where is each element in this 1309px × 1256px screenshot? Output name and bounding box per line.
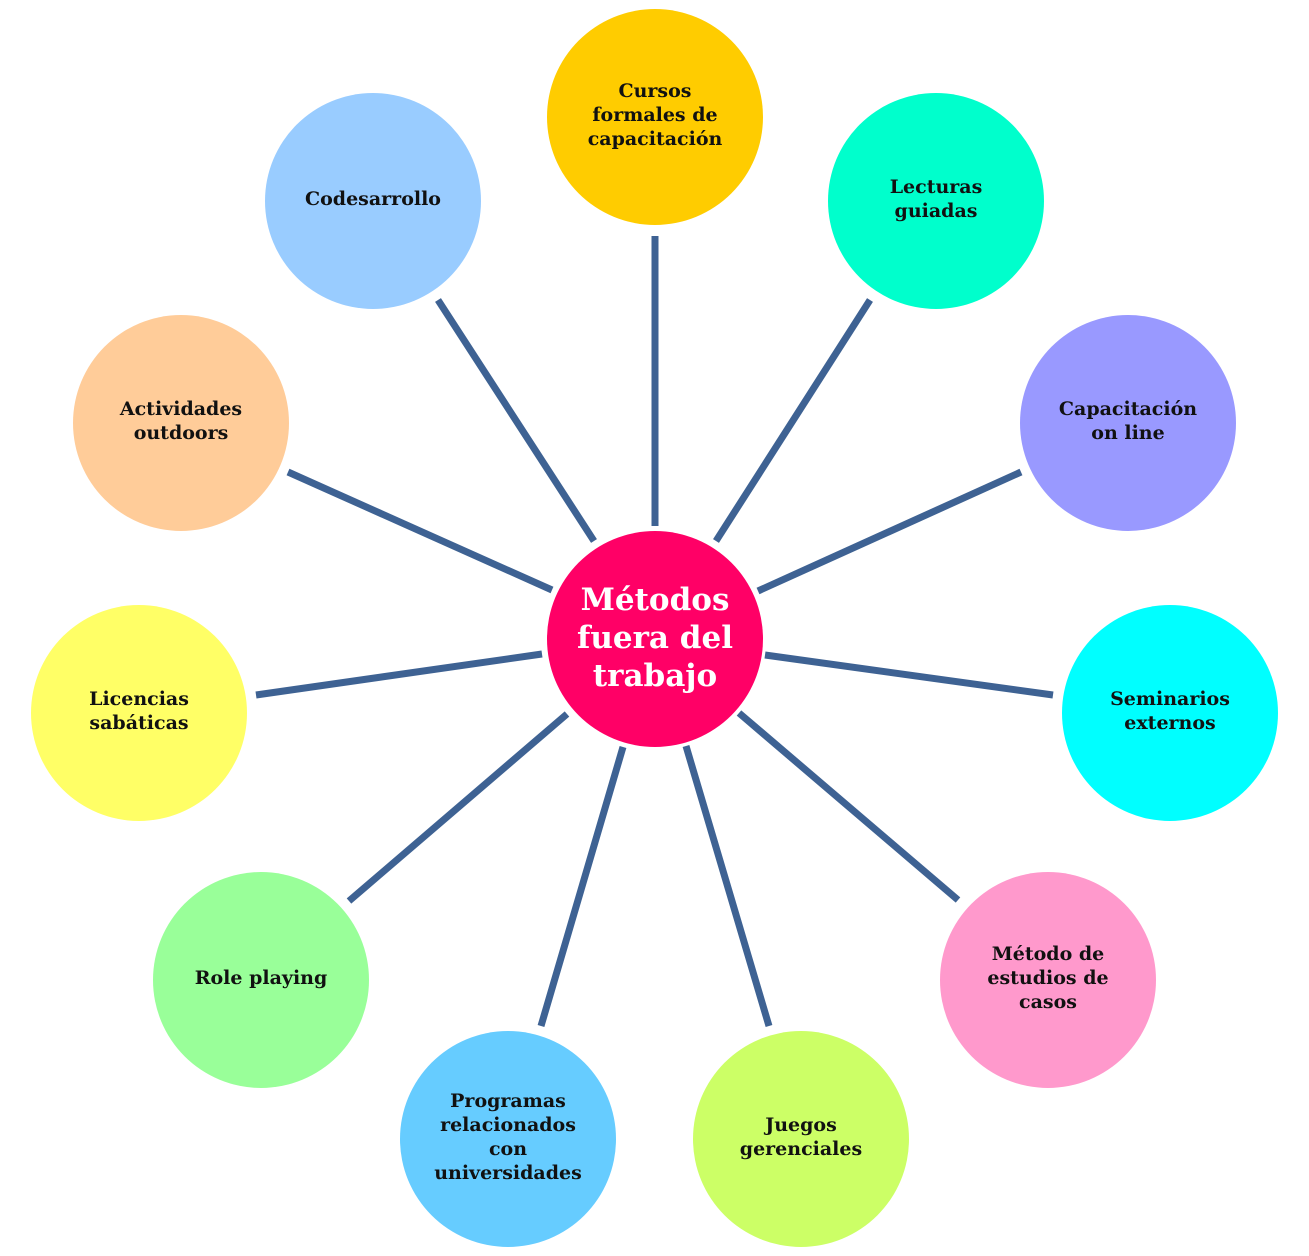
connector-juegos-gerenciales [682, 745, 773, 1027]
node-label-cursos-formales-line: Cursos [618, 80, 691, 102]
node-label-cursos-formales-line: capacitación [588, 128, 723, 150]
node-circle-capacitacion-online [1020, 315, 1236, 531]
node-circle-metodo-estudios-casos [940, 872, 1156, 1088]
center-label-line: fuera del [577, 620, 733, 656]
node-label-programas-universidades-line: Programas [450, 1090, 566, 1112]
node-label-role-playing-line: Role playing [195, 967, 328, 989]
node-label-role-playing: Role playing [195, 967, 328, 989]
node-label-lecturas-guiadas-line: guiadas [895, 200, 978, 222]
connector-lecturas-guiadas [713, 298, 873, 543]
node-label-programas-universidades-line: universidades [434, 1162, 582, 1184]
connectors [255, 236, 1054, 1027]
node-label-codesarrollo-line: Codesarrollo [305, 188, 441, 210]
node-label-metodo-estudios-casos-line: casos [1019, 991, 1077, 1013]
node-circle-role-playing [153, 872, 369, 1088]
node-label-lecturas-guiadas-line: Lecturas [890, 176, 983, 198]
node-circle-seminarios-externos [1062, 605, 1278, 821]
connector-capacitacion-online [756, 468, 1023, 595]
node-circle-cursos-formales [547, 9, 763, 225]
node-circle-codesarrollo [265, 93, 481, 309]
node-codesarrollo: Codesarrollo [265, 93, 481, 309]
node-role-playing: Role playing [153, 872, 369, 1088]
connector-seminarios-externos [764, 651, 1054, 699]
connector-role-playing [346, 711, 570, 904]
connector-licencias-sabaticas [255, 650, 543, 699]
node-label-actividades-outdoors-line: Actividades [119, 398, 242, 420]
connector-programas-universidades [537, 746, 627, 1027]
node-label-licencias-sabaticas-line: Licencias [89, 688, 189, 710]
connector-codesarrollo [435, 298, 597, 543]
node-label-juegos-gerenciales-line: Juegos [763, 1114, 837, 1136]
center-label-line: Métodos [581, 582, 730, 618]
node-circle-lecturas-guiadas [828, 93, 1044, 309]
node-label-metodo-estudios-casos-line: estudios de [987, 967, 1108, 989]
node-circle-actividades-outdoors [73, 315, 289, 531]
node-label-seminarios-externos-line: Seminarios [1110, 688, 1230, 710]
node-circle-programas-universidades [400, 1031, 616, 1247]
node-circle-juegos-gerenciales [693, 1031, 909, 1247]
node-label-actividades-outdoors-line: outdoors [134, 422, 229, 444]
node-label-capacitacion-online-line: Capacitación [1059, 398, 1197, 420]
node-label-licencias-sabaticas-line: sabáticas [89, 712, 188, 734]
node-label-metodo-estudios-casos-line: Método de [992, 943, 1105, 965]
node-label-programas-universidades-line: con [489, 1138, 527, 1160]
node-label-codesarrollo: Codesarrollo [305, 188, 441, 210]
node-label-programas-universidades-line: relacionados [440, 1114, 576, 1136]
center-label-line: trabajo [593, 658, 717, 694]
node-label-juegos-gerenciales-line: gerenciales [740, 1138, 862, 1160]
center-circle [547, 531, 763, 747]
connector-actividades-outdoors [286, 468, 554, 594]
connector-metodo-estudios-casos [736, 710, 961, 903]
node-label-capacitacion-online-line: on line [1091, 422, 1164, 444]
node-label-seminarios-externos-line: externos [1124, 712, 1215, 734]
node-label-cursos-formales-line: formales de [592, 104, 717, 126]
node-circle-licencias-sabaticas [31, 605, 247, 821]
